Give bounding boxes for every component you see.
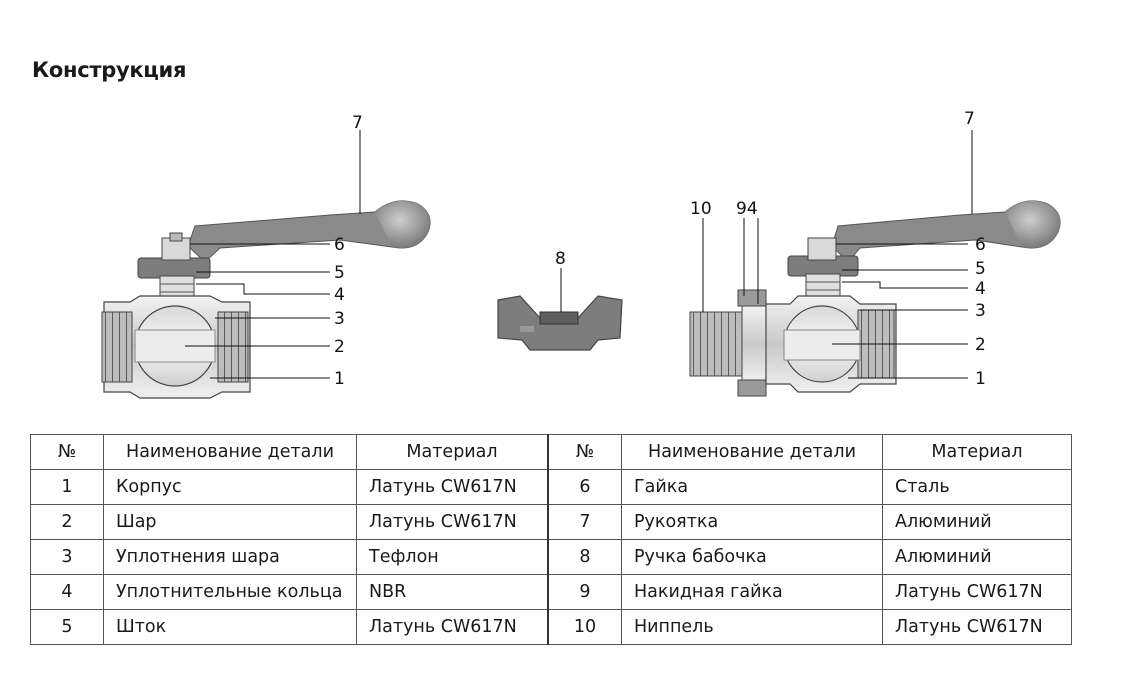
callout-left-7: 7 — [352, 113, 363, 133]
callout-left-1: 1 — [334, 369, 345, 389]
ball-valve-section-icon — [101, 130, 431, 399]
cell-part-name: Шар — [103, 504, 357, 540]
cell-part-name: Корпус — [103, 469, 357, 505]
cell-number: 5 — [30, 609, 104, 645]
callout-left-2: 2 — [334, 337, 345, 357]
cell-number: 4 — [30, 574, 104, 610]
callout-right-6: 6 — [975, 235, 986, 255]
table-header-row: № Наименование детали Материал № Наимено… — [30, 434, 1072, 470]
cell-number: 7 — [547, 504, 622, 540]
callout-right-10: 10 — [690, 199, 712, 219]
cell-material: Алюминий — [882, 539, 1072, 575]
cell-number: 2 — [30, 504, 104, 540]
page-title: Конструкция — [32, 58, 187, 82]
callout-left-6: 6 — [334, 235, 345, 255]
cell-material: Сталь — [882, 469, 1072, 505]
cell-material: Тефлон — [356, 539, 549, 575]
cell-part-name: Накидная гайка — [621, 574, 883, 610]
header-number: № — [547, 434, 622, 470]
cell-number: 10 — [547, 609, 622, 645]
callout-left-3: 3 — [334, 309, 345, 329]
butterfly-handle-icon — [497, 268, 623, 351]
callout-right-1: 1 — [975, 369, 986, 389]
callout-middle-8: 8 — [555, 249, 566, 269]
callout-right-94: 94 — [736, 199, 758, 219]
cell-material: NBR — [356, 574, 549, 610]
cell-number: 9 — [547, 574, 622, 610]
callout-right-7: 7 — [964, 109, 975, 129]
header-part-name: Наименование детали — [621, 434, 883, 470]
cell-material: Алюминий — [882, 504, 1072, 540]
table-row: 3 Уплотнения шара Тефлон 8 Ручка бабочка… — [30, 539, 1072, 575]
parts-table: № Наименование детали Материал № Наимено… — [30, 434, 1072, 645]
ball-valve-union-section-icon — [689, 130, 1061, 397]
header-part-name: Наименование детали — [103, 434, 357, 470]
cell-material: Латунь CW617N — [882, 574, 1072, 610]
cell-number: 6 — [547, 469, 622, 505]
table-row: 1 Корпус Латунь CW617N 6 Гайка Сталь — [30, 469, 1072, 505]
cell-part-name: Гайка — [621, 469, 883, 505]
header-material: Материал — [356, 434, 549, 470]
valve-diagram: 7 6 5 4 3 2 1 8 10 94 7 6 5 4 3 2 1 — [101, 109, 1061, 399]
callout-right-5: 5 — [975, 259, 986, 279]
table-row: 2 Шар Латунь CW617N 7 Рукоятка Алюминий — [30, 504, 1072, 540]
header-material: Материал — [882, 434, 1072, 470]
cell-part-name: Шток — [103, 609, 357, 645]
cell-material: Латунь CW617N — [356, 469, 549, 505]
cell-part-name: Уплотнения шара — [103, 539, 357, 575]
callout-left-5: 5 — [334, 263, 345, 283]
cell-part-name: Уплотнительные кольца — [103, 574, 357, 610]
cell-material: Латунь CW617N — [356, 504, 549, 540]
header-number: № — [30, 434, 104, 470]
callout-right-2: 2 — [975, 335, 986, 355]
table-row: 4 Уплотнительные кольца NBR 9 Накидная г… — [30, 574, 1072, 610]
cell-part-name: Ручка бабочка — [621, 539, 883, 575]
cell-number: 8 — [547, 539, 622, 575]
cell-part-name: Рукоятка — [621, 504, 883, 540]
cell-material: Латунь CW617N — [882, 609, 1072, 645]
cell-material: Латунь CW617N — [356, 609, 549, 645]
callout-right-4: 4 — [975, 279, 986, 299]
callout-left-4: 4 — [334, 285, 345, 305]
cell-number: 3 — [30, 539, 104, 575]
cell-part-name: Ниппель — [621, 609, 883, 645]
table-row: 5 Шток Латунь CW617N 10 Ниппель Латунь C… — [30, 609, 1072, 645]
cell-number: 1 — [30, 469, 104, 505]
callout-right-3: 3 — [975, 301, 986, 321]
